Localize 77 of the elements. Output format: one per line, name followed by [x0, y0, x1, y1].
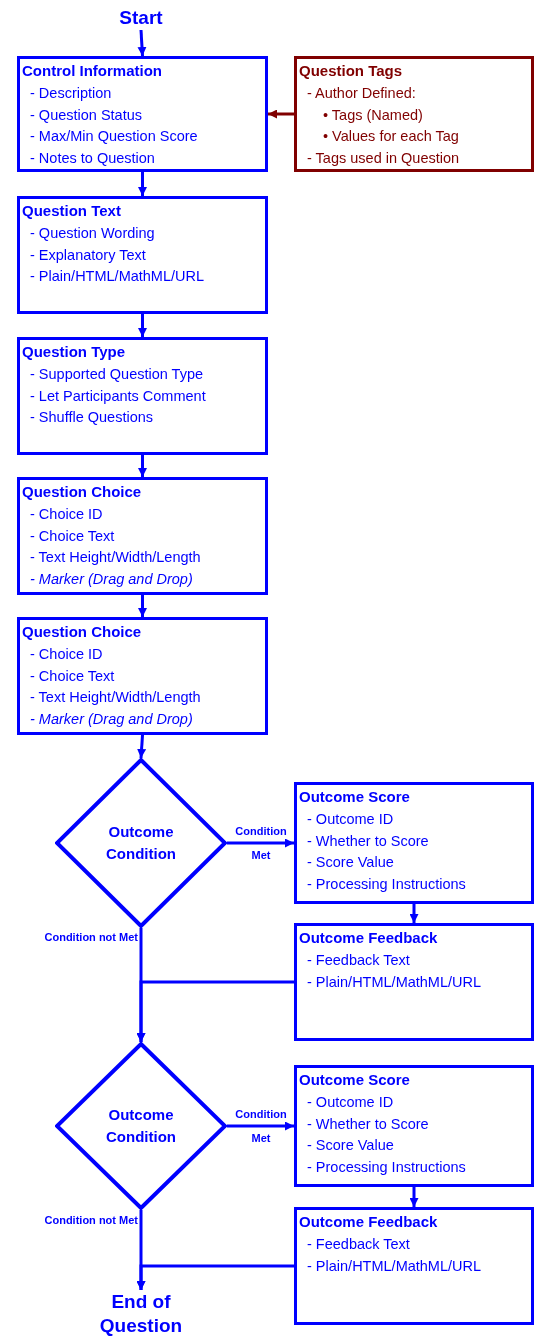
list-item: - Text Height/Width/Length	[29, 548, 202, 567]
arrow	[138, 172, 147, 196]
process-box	[294, 56, 534, 172]
box-heading: Question Choice	[22, 622, 143, 641]
list-item: - Whether to Score	[306, 1114, 430, 1134]
list-item: - Text Height/Width/Length	[29, 688, 202, 707]
list-item: - Question Status	[29, 105, 144, 125]
arrow	[268, 109, 294, 119]
list-item: - Plain/HTML/MathML/URL	[29, 267, 206, 286]
edge-label: Condition Met	[234, 1107, 288, 1146]
process-box	[17, 56, 268, 172]
list-item: - Author Defined:	[306, 84, 417, 103]
arrow	[138, 455, 147, 477]
decision-diamond	[55, 758, 227, 928]
process-box	[17, 617, 268, 735]
list-item: - Plain/HTML/MathML/URL	[306, 1256, 483, 1276]
arrow	[137, 29, 147, 57]
list-item: - Score Value	[306, 1136, 395, 1155]
edge-label: Condition not Met	[43, 930, 138, 944]
list-item: - Outcome ID	[306, 1093, 395, 1112]
list-item: - Marker (Drag and Drop)	[29, 709, 194, 729]
process-box	[17, 477, 268, 595]
arrow	[227, 838, 294, 848]
list-item: - Outcome ID	[306, 810, 395, 829]
list-item: - Processing Instructions	[306, 1157, 467, 1177]
list-item: - Choice ID	[29, 505, 104, 524]
list-item: - Max/Min Question Score	[29, 127, 199, 146]
arrow	[409, 1187, 419, 1207]
list-item: - Choice Text	[29, 666, 116, 686]
decision-diamond	[55, 1042, 227, 1210]
list-item: - Score Value	[306, 853, 395, 872]
box-heading: Outcome Feedback	[299, 928, 439, 947]
list-item: - Shuffle Questions	[29, 408, 155, 427]
list-item: - Choice Text	[29, 526, 116, 546]
decision-text: Outcome Condition	[105, 1105, 177, 1147]
edge-label: Condition Met	[234, 824, 288, 863]
list-item: - Choice ID	[29, 645, 104, 664]
edge-label: Condition not Met	[43, 1213, 138, 1227]
list-item: • Tags (Named)	[322, 105, 424, 125]
list-item: - Feedback Text	[306, 951, 411, 970]
arrow	[136, 1264, 294, 1290]
process-box	[294, 1207, 534, 1325]
arrow	[136, 980, 294, 1042]
arrow	[137, 734, 147, 759]
decision-text: Outcome Condition	[105, 822, 177, 864]
arrow	[138, 595, 147, 617]
terminal-label: End of Question	[81, 1290, 201, 1338]
box-heading: Control Information	[22, 61, 163, 80]
box-heading: Question Choice	[22, 482, 143, 501]
process-box	[294, 782, 534, 904]
list-item: - Processing Instructions	[306, 874, 467, 894]
box-heading: Outcome Score	[299, 787, 411, 806]
list-item: - Tags used in Question	[306, 148, 461, 168]
box-heading: Outcome Feedback	[299, 1212, 439, 1231]
list-item: - Marker (Drag and Drop)	[29, 569, 194, 589]
list-item: - Plain/HTML/MathML/URL	[306, 972, 483, 992]
list-item: - Whether to Score	[306, 831, 430, 851]
list-item: - Feedback Text	[306, 1235, 411, 1254]
process-box	[17, 196, 268, 314]
process-box	[294, 923, 534, 1041]
arrow	[138, 314, 147, 337]
box-heading: Question Type	[22, 342, 127, 361]
terminal-label: Start	[91, 6, 191, 30]
list-item: - Supported Question Type	[29, 365, 205, 384]
process-box	[294, 1065, 534, 1187]
arrow	[227, 1121, 294, 1131]
arrow	[409, 904, 419, 923]
box-heading: Question Text	[22, 201, 122, 220]
list-item: • Values for each Tag	[322, 127, 460, 146]
process-box	[17, 337, 268, 455]
list-item: - Explanatory Text	[29, 245, 147, 265]
list-item: - Notes to Question	[29, 148, 156, 168]
list-item: - Description	[29, 84, 113, 103]
box-heading: Question Tags	[299, 61, 404, 80]
box-heading: Outcome Score	[299, 1070, 411, 1089]
list-item: - Question Wording	[29, 224, 156, 243]
list-item: - Let Participants Comment	[29, 386, 207, 406]
